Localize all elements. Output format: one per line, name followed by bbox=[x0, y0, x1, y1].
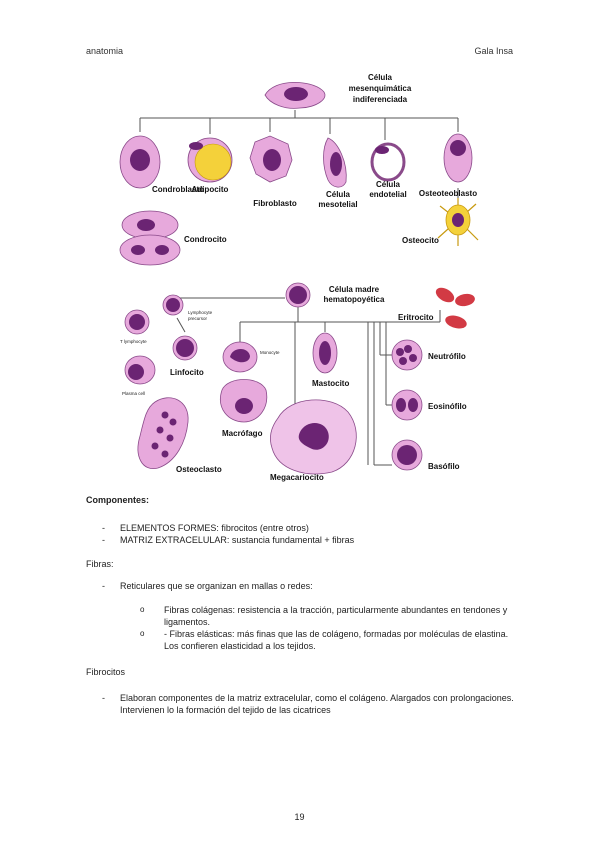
header-left: anatomia bbox=[86, 46, 124, 56]
mast-cell bbox=[312, 332, 338, 374]
componentes-item-2: MATRIZ EXTRACELULAR: sustancia fundament… bbox=[86, 534, 516, 546]
hematopoietic-stem-cell bbox=[285, 282, 311, 308]
bottom-tree-lines bbox=[172, 297, 441, 466]
label-lymph-precursor-1: Lymphocyte bbox=[188, 310, 213, 315]
label-condrocito: Condrocito bbox=[184, 235, 227, 244]
monocyte-cell bbox=[222, 341, 258, 373]
t-lymphocyte-cell bbox=[124, 309, 150, 335]
label-fibroblasto: Fibroblasto bbox=[253, 199, 297, 208]
adipocyte-cell bbox=[187, 137, 233, 183]
label-hemato-1: Célula madre bbox=[329, 285, 380, 294]
label-eosinofilo: Eosinófilo bbox=[428, 402, 467, 411]
componentes-item-1: ELEMENTOS FORMES: fibrocitos (entre otro… bbox=[86, 522, 516, 534]
plasma-cell bbox=[124, 355, 156, 385]
label-t-lymphocyte: T lymphocyte bbox=[120, 339, 147, 344]
label-osteocito: Osteocito bbox=[402, 236, 439, 245]
fibras-sub-item-2: - Fibras elásticas: más finas que las de… bbox=[86, 628, 516, 652]
label-linfocito: Linfocito bbox=[170, 368, 204, 377]
osteoclast-cell bbox=[137, 397, 189, 469]
cell-diagram-svg: Célula mesenquimática indiferenciada Con… bbox=[119, 73, 479, 482]
label-osteoclasto: Osteoclasto bbox=[176, 465, 222, 474]
erythrocyte-cells bbox=[435, 287, 475, 329]
osteocyte-cell bbox=[437, 198, 479, 246]
label-mesenchymal-1: Célula bbox=[368, 73, 393, 82]
fibras-sub-item-1: Fibras colágenas: resistencia a la tracc… bbox=[86, 604, 516, 628]
neutrophil-cell bbox=[391, 339, 423, 371]
mesenchymal-cell bbox=[264, 81, 326, 109]
label-mastocito: Mastocito bbox=[312, 379, 349, 388]
label-plasma-cell: Plasma cell bbox=[122, 391, 145, 396]
label-osteoteoblasto: Osteoteoblasto bbox=[419, 189, 477, 198]
megakaryocyte-cell bbox=[270, 399, 357, 475]
label-adipocito: Adipocito bbox=[192, 185, 229, 194]
section-title-fibras: Fibras: bbox=[86, 559, 114, 569]
eosinophil-cell bbox=[391, 389, 423, 421]
mesothelial-cell bbox=[323, 137, 347, 188]
label-monocyte: Monocyte bbox=[260, 350, 280, 355]
chondrocyte-cells bbox=[119, 210, 181, 266]
fibroblast-cell bbox=[249, 135, 293, 183]
osteoblast-cell bbox=[443, 133, 473, 183]
label-eritrocito: Eritrocito bbox=[398, 313, 434, 322]
label-endotelial-2: endotelial bbox=[369, 190, 406, 199]
label-macrofago: Macrófago bbox=[222, 429, 263, 438]
label-mesotelial-2: mesotelial bbox=[318, 200, 357, 209]
fibras-item: Reticulares que se organizan en mallas o… bbox=[86, 580, 516, 592]
cell-lineage-figure: Célula mesenquimática indiferenciada Con… bbox=[110, 70, 490, 485]
label-basofilo: Basófilo bbox=[428, 462, 460, 471]
section-title-componentes: Componentes: bbox=[86, 495, 149, 505]
chondroblast-cell bbox=[119, 135, 161, 189]
label-endotelial-1: Célula bbox=[376, 180, 401, 189]
lymphocyte-cell bbox=[172, 335, 198, 361]
label-mesenchymal-2: mesenquimática bbox=[349, 84, 412, 93]
lymphocyte-precursor-cell bbox=[162, 294, 184, 316]
label-neutrofilo: Neutrófilo bbox=[428, 352, 466, 361]
fibrocitos-item: Elaboran componentes de la matriz extrac… bbox=[86, 692, 516, 716]
label-condroblasto: Condroblasto bbox=[152, 185, 204, 194]
top-tree-lines bbox=[139, 110, 459, 204]
header-right: Gala Insa bbox=[474, 46, 513, 56]
label-mesotelial-1: Célula bbox=[326, 190, 351, 199]
basophil-cell bbox=[391, 439, 423, 471]
section-title-fibrocitos: Fibrocitos bbox=[86, 667, 126, 677]
label-mesenchymal-3: indiferenciada bbox=[353, 95, 408, 104]
document-body: Componentes: ELEMENTOS FORMES: fibrocito… bbox=[86, 490, 516, 716]
label-lymph-precursor-2: precursor bbox=[188, 316, 208, 321]
label-megacariocito: Megacariocito bbox=[270, 473, 324, 482]
label-hemato-2: hematopoyética bbox=[324, 295, 385, 304]
page-number: 19 bbox=[294, 812, 305, 822]
endothelial-cell bbox=[370, 142, 406, 182]
macrophage-cell bbox=[220, 379, 268, 423]
